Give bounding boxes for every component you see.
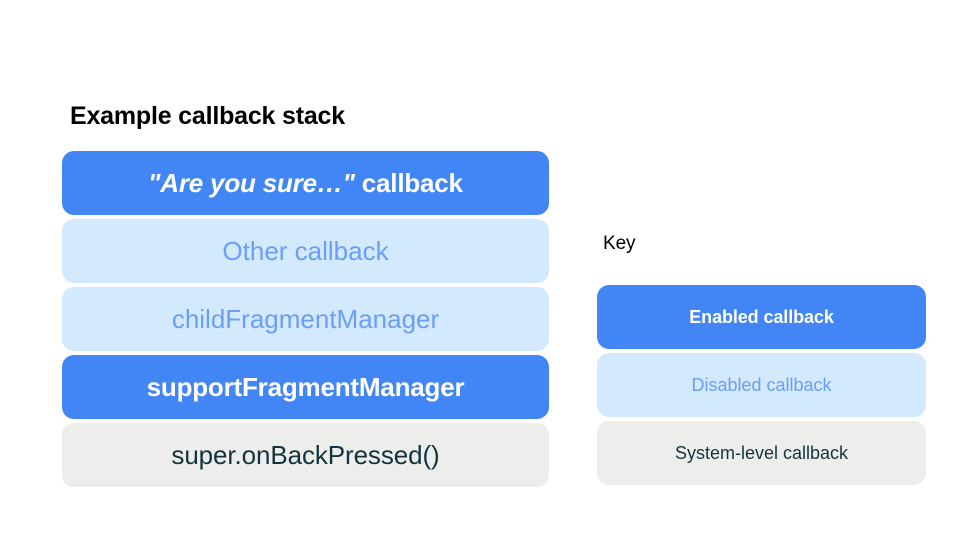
stack-item-label-plain: callback bbox=[354, 168, 463, 198]
stack-item-label: super.onBackPressed() bbox=[171, 440, 440, 470]
key-title: Key bbox=[603, 233, 636, 254]
key-item-label: System-level callback bbox=[674, 443, 849, 463]
stack-item-label: childFragmentManager bbox=[171, 304, 440, 334]
stack-item-super-on-back-pressed: super.onBackPressed() bbox=[62, 423, 549, 487]
stack-title: Example callback stack bbox=[70, 102, 345, 130]
key-item-system-level-callback: System-level callback bbox=[597, 421, 926, 485]
key-item-label: Disabled callback bbox=[691, 375, 832, 395]
stack-item-child-fragment-manager: childFragmentManager bbox=[62, 287, 549, 351]
key-legend-section: Key Enabled callback Disabled callback S… bbox=[597, 232, 926, 485]
stack-item-support-fragment-manager: supportFragmentManager bbox=[62, 355, 549, 419]
stack-item-label: supportFragmentManager bbox=[146, 372, 465, 402]
callback-stack-section: Example callback stack "Are you sure…" c… bbox=[62, 100, 549, 487]
key-item-label: Enabled callback bbox=[689, 307, 834, 327]
stack-item-label: "Are you sure…" callback bbox=[148, 168, 463, 198]
stack-item-other-callback: Other callback bbox=[62, 219, 549, 283]
stack-item-label-quoted: "Are you sure…" bbox=[148, 168, 355, 198]
stack-item-label: Other callback bbox=[222, 236, 389, 266]
stack-item-are-you-sure-callback: "Are you sure…" callback bbox=[62, 151, 549, 215]
key-item-enabled-callback: Enabled callback bbox=[597, 285, 926, 349]
key-item-disabled-callback: Disabled callback bbox=[597, 353, 926, 417]
